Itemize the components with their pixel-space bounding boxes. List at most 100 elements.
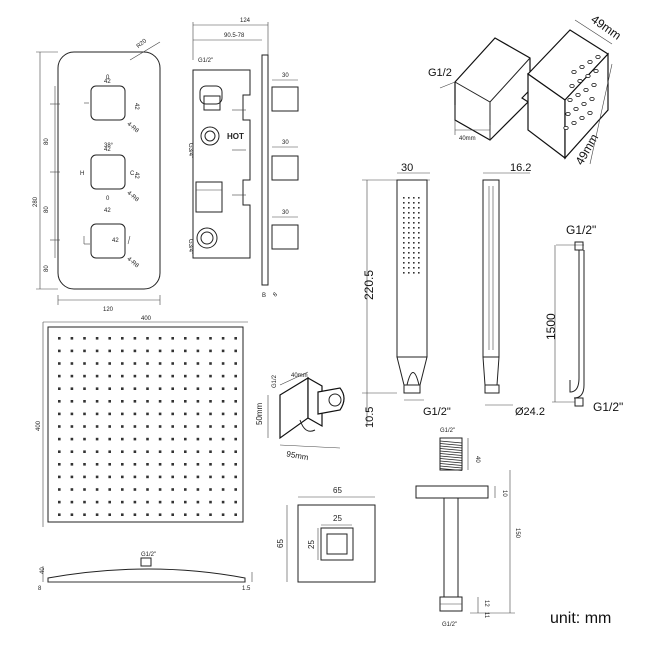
rain-nozzle (209, 425, 212, 428)
rain-nozzle (95, 337, 99, 340)
rain-nozzle (58, 437, 61, 441)
rain-nozzle (171, 425, 174, 428)
rain-nozzle (108, 500, 111, 504)
hand-shower-nozzle (418, 242, 420, 244)
rain-nozzle (146, 437, 149, 441)
rain-nozzle (221, 349, 225, 353)
rain-nozzle (121, 475, 124, 479)
rain-nozzle (108, 349, 111, 353)
rain-nozzle (184, 337, 187, 340)
rain-nozzle (108, 374, 111, 378)
rain-nozzle (95, 437, 99, 441)
rain-nozzle (184, 349, 187, 353)
rain-nozzle (146, 425, 149, 428)
rain-nozzle (196, 374, 200, 378)
hand-shower-nozzle (408, 197, 410, 199)
elbow-nozzle (575, 93, 581, 98)
hand-shower-nozzle (418, 207, 420, 209)
rain-nozzle (221, 412, 225, 416)
hand-shower-width: 30 (401, 162, 413, 174)
rain-head-nozzles (58, 337, 237, 516)
rain-nozzle (108, 463, 111, 466)
rain-nozzle (184, 400, 187, 403)
rain-nozzle (70, 349, 74, 353)
elbow-nozzle (593, 69, 599, 74)
dim-80-a: 80 (44, 138, 50, 145)
rain-nozzle (108, 513, 111, 516)
thread-line (439, 463, 463, 466)
hand-shower-nozzle (418, 272, 420, 274)
rain-nozzle (121, 500, 124, 504)
rain-nozzle (83, 488, 86, 491)
rain-nozzle (70, 513, 74, 516)
hose-thread-top: G1/2" (566, 223, 596, 237)
rain-nozzle (184, 450, 187, 453)
rain-nozzle (196, 450, 200, 453)
rain-nozzle (70, 412, 74, 416)
arm-dim-11: 11 (483, 612, 489, 619)
rain-nozzle (146, 475, 149, 479)
rain-nozzle (209, 488, 212, 491)
rain-nozzle (70, 463, 74, 466)
rain-nozzle (108, 337, 111, 340)
rain-nozzle (121, 437, 124, 441)
plate-width: 65 (333, 486, 342, 495)
rain-nozzle (83, 337, 86, 340)
rain-nozzle (221, 450, 225, 453)
rain-nozzle (234, 400, 237, 403)
hand-shower-nozzle (403, 207, 405, 209)
bracket-small-thread: G1/2 (272, 374, 278, 388)
rain-nozzle (95, 412, 99, 416)
hand-shower-nozzle (408, 222, 410, 224)
hand-shower-nozzles (403, 197, 420, 274)
rain-nozzle (58, 412, 61, 416)
rain-nozzle (221, 425, 225, 428)
hand-shower-nozzle (418, 252, 420, 254)
thread-line (439, 445, 463, 449)
elbow-nozzle (571, 70, 577, 75)
dim-30-b: 30 (282, 140, 289, 146)
rain-nozzle (83, 513, 86, 516)
rain-nozzle (158, 488, 162, 491)
rain-nozzle (58, 488, 61, 491)
rain-nozzle (171, 349, 174, 353)
hand-shower-nozzle (403, 252, 405, 254)
rain-nozzle (158, 437, 162, 441)
rain-head-width: 400 (141, 316, 152, 322)
rain-nozzle (196, 488, 200, 491)
elbow-nozzle (587, 60, 593, 65)
rain-nozzle (58, 374, 61, 378)
hot-label: HOT (227, 132, 244, 141)
outlet-thread-a: G3/4" (187, 143, 193, 158)
rain-nozzle (83, 362, 86, 365)
hand-shower-nozzle (418, 227, 420, 229)
rain-nozzle (121, 513, 124, 516)
rain-nozzle (171, 475, 174, 479)
rain-nozzle (58, 349, 61, 353)
elbow-nozzle (579, 116, 585, 121)
hose-length: 1500 (544, 313, 558, 340)
rain-nozzle (121, 387, 124, 390)
arm-dim-40: 40 (474, 456, 480, 463)
thread-line (439, 453, 463, 456)
rain-nozzle (121, 337, 124, 340)
rain-nozzle (184, 362, 187, 365)
hose-view: G1/2" 1500 G1/2" (544, 223, 623, 414)
rain-nozzle (221, 475, 225, 479)
rain-nozzle (83, 400, 86, 403)
hand-shower-nozzle (408, 202, 410, 204)
hand-shower-nozzle (418, 202, 420, 204)
hand-shower-nozzle (403, 232, 405, 234)
hand-shower-nozzle (418, 222, 420, 224)
rain-nozzle (133, 387, 137, 390)
rain-nozzle (146, 463, 149, 466)
rain-nozzle (95, 349, 99, 353)
rain-nozzle (158, 475, 162, 479)
rain-nozzle (196, 337, 200, 340)
rain-nozzle (209, 337, 212, 340)
thread-line (439, 465, 463, 469)
rain-nozzle (184, 488, 187, 491)
rain-nozzle (83, 349, 86, 353)
hand-shower-nozzle (403, 267, 405, 269)
rain-nozzle (171, 463, 174, 466)
